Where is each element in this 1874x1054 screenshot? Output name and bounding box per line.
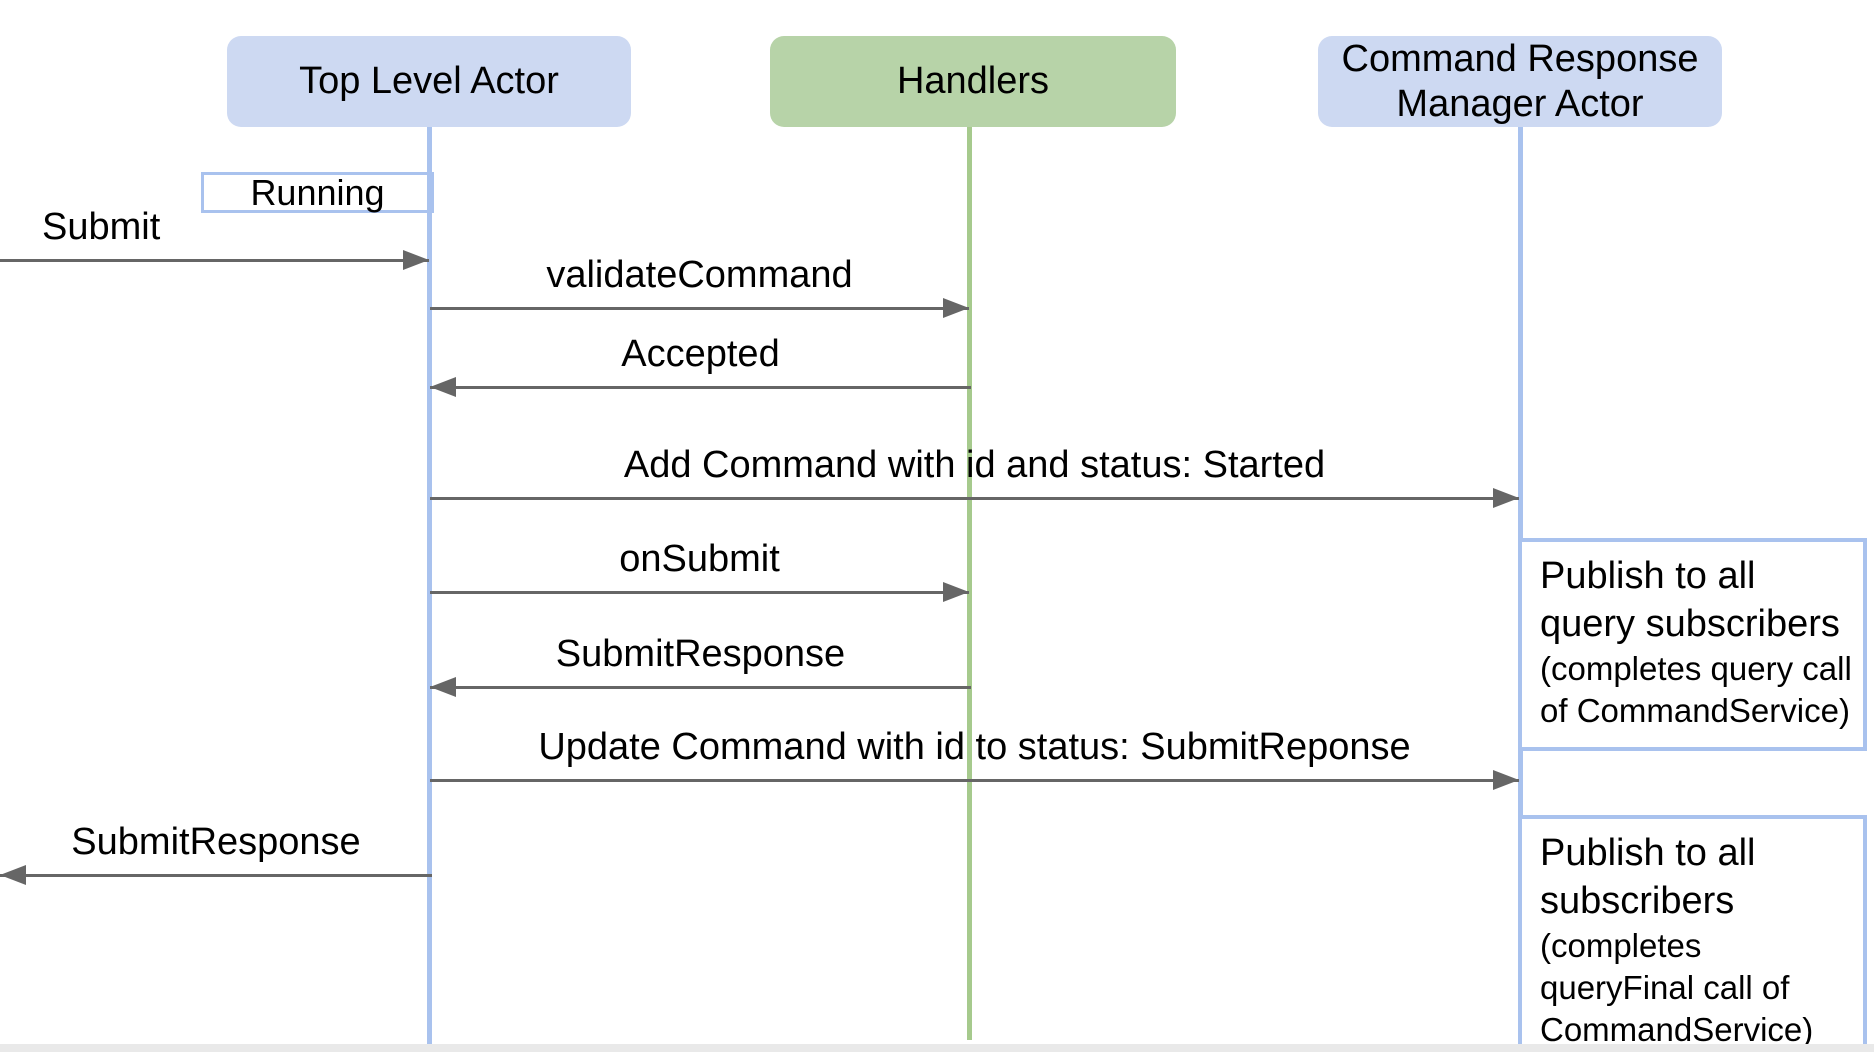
message-label: Accepted bbox=[621, 333, 780, 375]
message-label: onSubmit bbox=[619, 538, 780, 580]
note-line: (completes bbox=[1540, 927, 1702, 964]
note-line: Publish to all bbox=[1540, 555, 1756, 597]
note-line: Publish to all bbox=[1540, 832, 1756, 874]
message-arrow-line bbox=[430, 497, 1519, 500]
actor-box-handlers: Handlers bbox=[770, 36, 1176, 127]
actor-box-top-level-actor: Top Level Actor bbox=[227, 36, 631, 127]
message-arrow-line bbox=[0, 874, 432, 877]
page-bottom-edge bbox=[0, 1044, 1874, 1052]
message-label: Add Command with id and status: Started bbox=[623, 444, 1326, 486]
message-label: SubmitResponse bbox=[555, 633, 846, 675]
message-arrowhead bbox=[430, 377, 456, 397]
actor-box-command-response-manager-actor: Command Response Manager Actor bbox=[1318, 36, 1722, 127]
note-line: of CommandService) bbox=[1540, 692, 1850, 729]
lifeline-overlay-top-level-actor bbox=[427, 127, 432, 1048]
message-label: Submit bbox=[42, 206, 161, 248]
note-line: queryFinal call of bbox=[1540, 969, 1790, 1006]
message-arrowhead bbox=[1493, 488, 1519, 508]
message-arrowhead bbox=[0, 865, 26, 885]
note-line: query subscribers bbox=[1540, 603, 1840, 645]
message-arrowhead bbox=[943, 298, 969, 318]
message-arrow-line bbox=[430, 307, 969, 310]
message-arrowhead bbox=[430, 677, 456, 697]
activation-label: Running bbox=[250, 171, 385, 213]
message-arrow-line bbox=[430, 386, 971, 389]
note-line: CommandService) bbox=[1540, 1011, 1814, 1048]
actor-label-top-level-actor: Top Level Actor bbox=[299, 60, 559, 102]
lifeline-handlers bbox=[967, 127, 972, 1040]
message-label: SubmitResponse bbox=[71, 821, 361, 863]
message-label: validateCommand bbox=[546, 254, 853, 296]
message-arrowhead bbox=[403, 250, 429, 270]
note-box-1: Publish to all query subscribers (complete… bbox=[1518, 538, 1867, 751]
message-arrow-line bbox=[430, 779, 1519, 782]
actor-label-handlers: Handlers bbox=[896, 60, 1050, 102]
message-arrowhead bbox=[943, 582, 969, 602]
message-arrow-line bbox=[430, 686, 971, 689]
message-arrow-line bbox=[0, 259, 429, 262]
message-label: Update Command with id to status: Submit… bbox=[538, 726, 1411, 768]
message-arrowhead bbox=[1493, 770, 1519, 790]
activation-box-running: Running bbox=[201, 172, 434, 213]
note-line: (completes query call bbox=[1540, 650, 1852, 687]
note-line: subscribers bbox=[1540, 880, 1735, 922]
note-box-2: Publish to all subscribers (completes query… bbox=[1518, 815, 1867, 1048]
message-arrow-line bbox=[430, 591, 969, 594]
actor-label-command-response-manager-actor: Command Response Manager Actor bbox=[1341, 37, 1699, 125]
